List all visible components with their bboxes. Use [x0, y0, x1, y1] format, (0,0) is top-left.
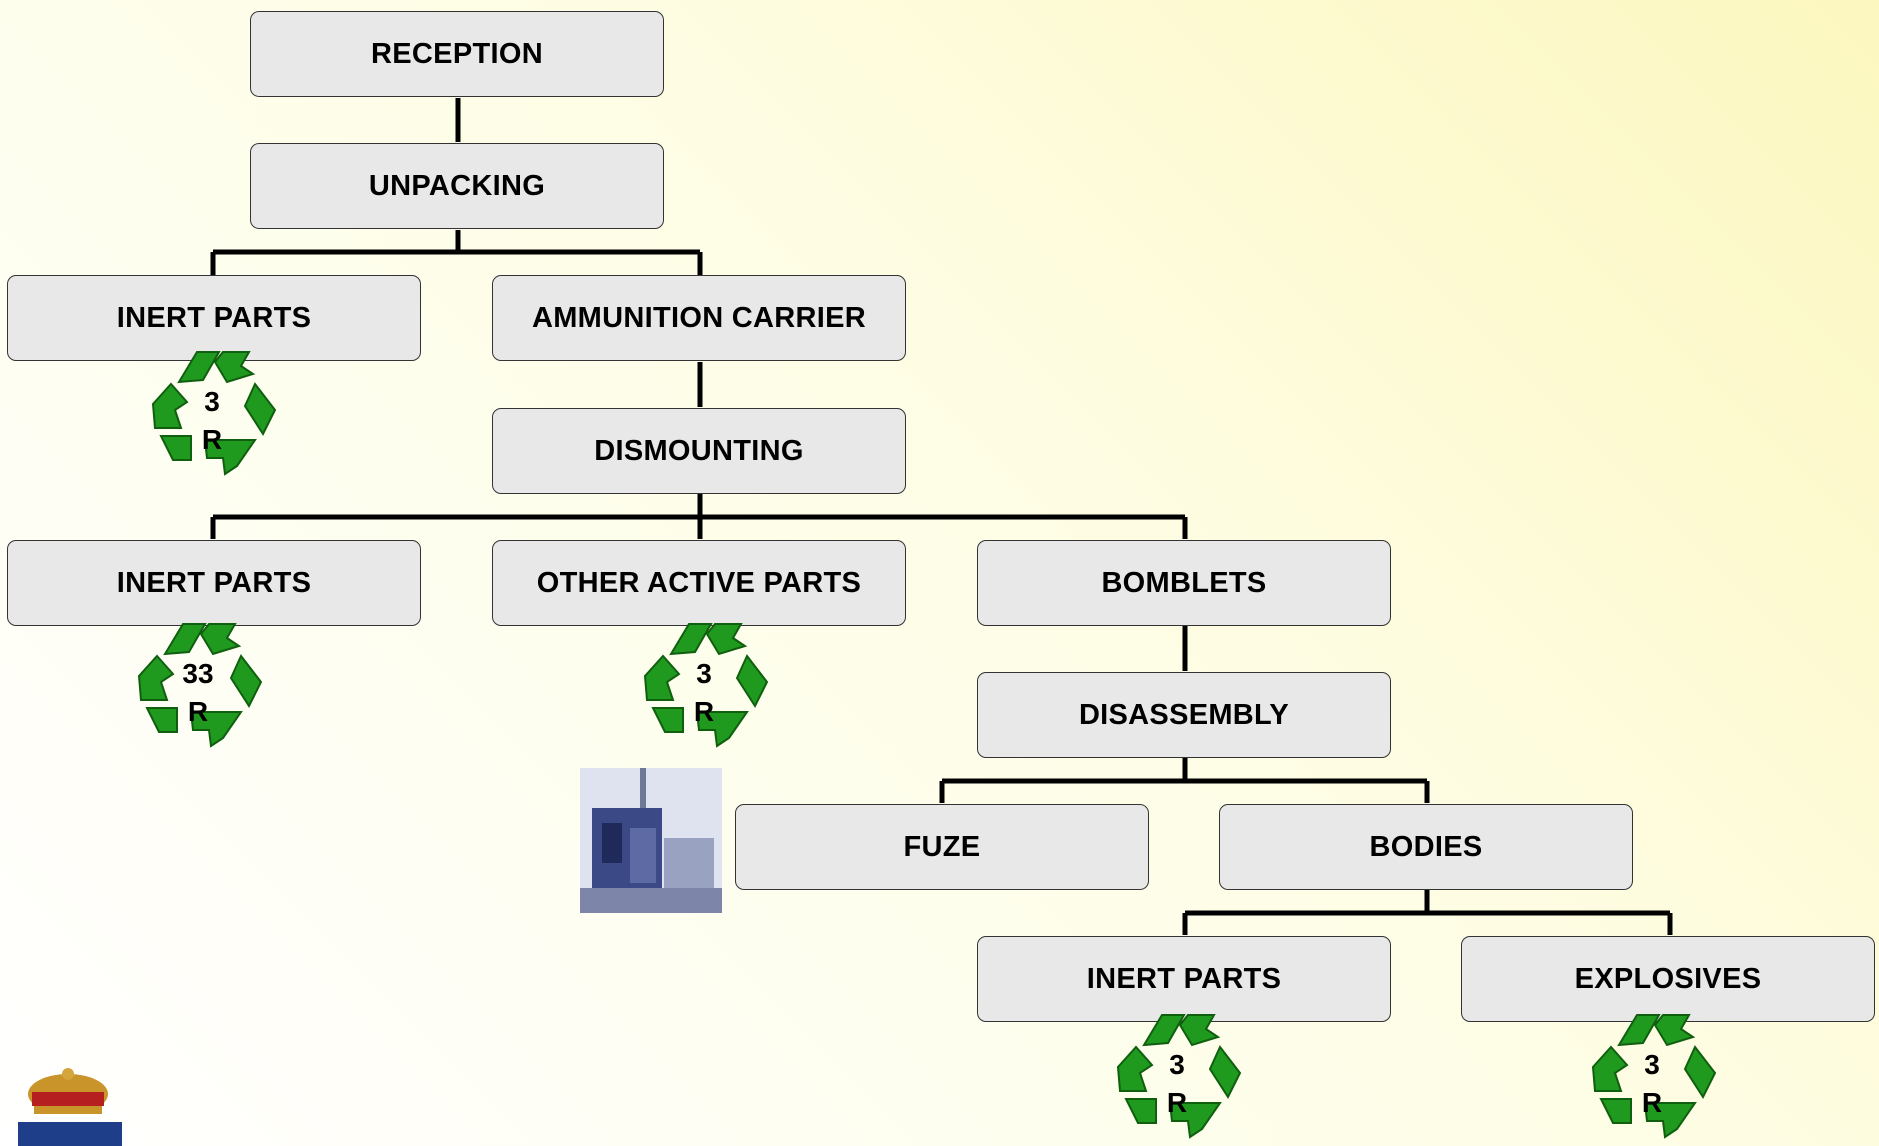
recycle-label-bottom: R [1166, 1087, 1188, 1118]
recycle-icon: 3 R [145, 344, 279, 478]
node-label: RECEPTION [371, 37, 543, 70]
node-inert-parts-3: INERT PARTS [977, 936, 1391, 1022]
node-label: UNPACKING [368, 169, 546, 202]
node-inert-parts-2: INERT PARTS [7, 540, 421, 626]
recycle-icon: 3 R [637, 616, 771, 750]
node-unpacking: UNPACKING [250, 143, 664, 229]
machine-photo [580, 768, 722, 913]
node-label: INERT PARTS [116, 301, 312, 334]
node-label: DISMOUNTING [594, 434, 804, 467]
node-fuze: FUZE [735, 804, 1149, 890]
node-other-active-parts: OTHER ACTIVE PARTS [492, 540, 906, 626]
node-ammunition-carrier: AMMUNITION CARRIER [492, 275, 906, 361]
node-label: AMMUNITION CARRIER [531, 301, 867, 334]
node-label: INERT PARTS [116, 566, 312, 599]
node-label: FUZE [903, 830, 981, 863]
node-label: BOMBLETS [1101, 566, 1267, 599]
recycle-label-top: 3 [1644, 1049, 1660, 1080]
recycle-label-bottom: R [187, 696, 209, 727]
node-label: INERT PARTS [1086, 962, 1282, 995]
recycle-label-bottom: R [1641, 1087, 1663, 1118]
node-explosives: EXPLOSIVES [1461, 936, 1875, 1022]
recycle-label-top: 3 [204, 386, 220, 417]
node-bodies: BODIES [1219, 804, 1633, 890]
recycle-icon: 3 R [1110, 1007, 1244, 1141]
node-dismounting: DISMOUNTING [492, 408, 906, 494]
node-label: OTHER ACTIVE PARTS [536, 566, 862, 599]
node-disassembly: DISASSEMBLY [977, 672, 1391, 758]
node-label: DISASSEMBLY [1078, 698, 1290, 731]
node-inert-parts-1: INERT PARTS [7, 275, 421, 361]
royal-crest-logo [18, 1068, 122, 1146]
recycle-label-top: 33 [182, 658, 214, 689]
recycle-label-top: 3 [696, 658, 712, 689]
node-bomblets: BOMBLETS [977, 540, 1391, 626]
recycle-label-bottom: R [201, 424, 223, 455]
node-label: EXPLOSIVES [1574, 962, 1762, 995]
recycle-label-bottom: R [693, 696, 715, 727]
recycle-label-top: 3 [1169, 1049, 1185, 1080]
recycle-icon: 3 R [1585, 1007, 1719, 1141]
node-label: BODIES [1369, 830, 1483, 863]
node-reception: RECEPTION [250, 11, 664, 97]
recycle-icon: 33 R [131, 616, 265, 750]
